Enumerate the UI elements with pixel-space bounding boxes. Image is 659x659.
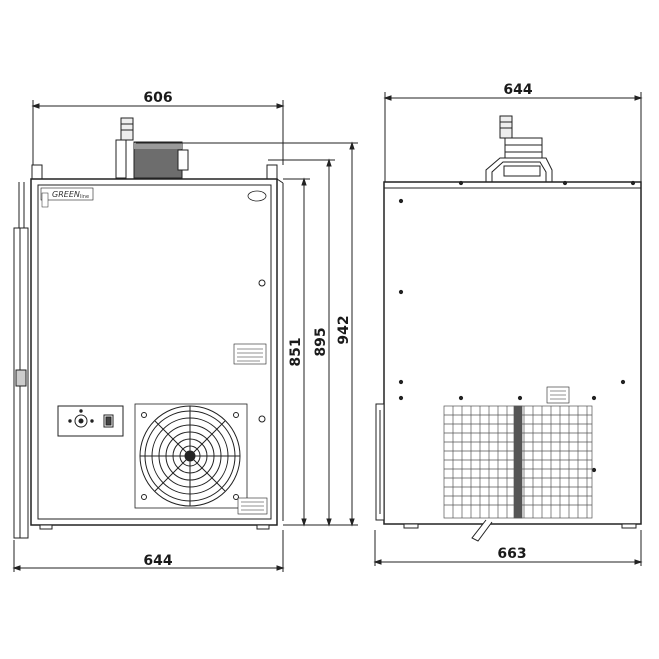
front-view: GREEN line (12, 100, 358, 572)
rivet (517, 395, 523, 401)
side-label (546, 386, 570, 404)
top-foot-right (266, 164, 278, 180)
bottom-foot (256, 524, 270, 530)
rivet (398, 289, 404, 295)
dim-label-front-top: 606 (143, 90, 172, 106)
brand-logo: GREEN line (40, 187, 94, 201)
control-panel (57, 405, 124, 437)
dim-label-side-bottom: 663 (497, 546, 526, 562)
dim-label-front-bottom: 644 (143, 553, 172, 569)
dim-side-bottom (373, 530, 643, 566)
side-foot (621, 523, 637, 529)
side-hose (13, 182, 29, 539)
rivet (398, 395, 404, 401)
top-foot-left (31, 164, 43, 180)
rivet (398, 379, 404, 385)
rivet (562, 180, 568, 186)
bottom-foot (39, 524, 53, 530)
dim-label-height-895: 895 (313, 327, 329, 356)
rating-label (237, 497, 268, 515)
rivet (591, 467, 597, 473)
side-foot (403, 523, 419, 529)
dim-label-height-851: 851 (288, 337, 304, 366)
dim-label-side-top: 644 (503, 82, 532, 98)
emblem-badge (247, 190, 267, 202)
rivet (591, 395, 597, 401)
rivet (398, 198, 404, 204)
rivet (620, 379, 626, 385)
left-small-labels (41, 192, 49, 208)
pump-assembly (115, 117, 268, 179)
dim-verticals (190, 141, 358, 527)
dim-side-top (383, 92, 643, 182)
side-pump (485, 115, 553, 183)
drain-hose (471, 519, 493, 542)
rivet (630, 180, 636, 186)
screw (258, 279, 266, 287)
ventilation-grille (443, 405, 593, 519)
rivet (458, 180, 464, 186)
logo-text: GREEN (52, 190, 80, 199)
screw (258, 415, 266, 423)
dim-front-bottom (12, 530, 285, 572)
condenser-fan (134, 403, 248, 509)
logo-suffix: line (80, 194, 89, 200)
rivet (458, 395, 464, 401)
info-label (233, 343, 267, 365)
dim-front-top (31, 100, 285, 165)
dim-label-height-942: 942 (336, 315, 352, 344)
side-view (373, 92, 643, 566)
